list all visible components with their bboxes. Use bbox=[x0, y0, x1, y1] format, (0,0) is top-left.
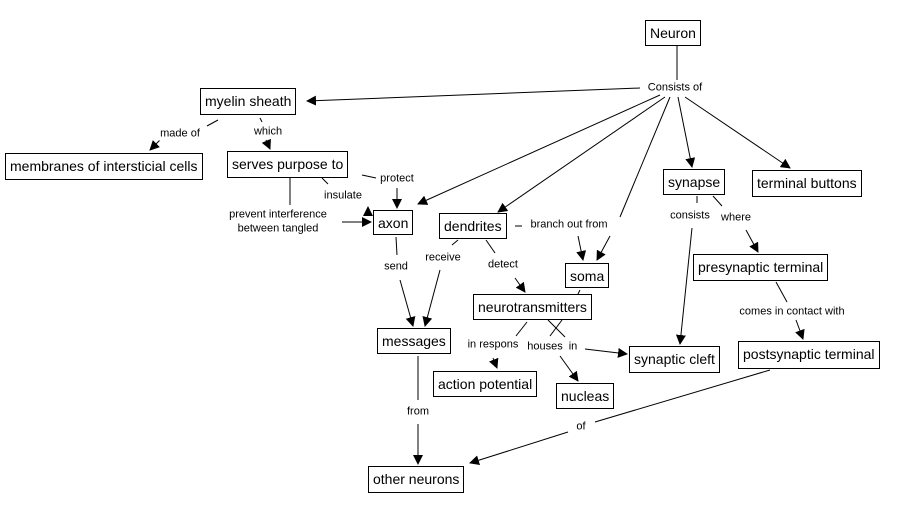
node-nucleas[interactable]: nucleas bbox=[556, 383, 615, 409]
link-of: of bbox=[574, 420, 588, 434]
arrow-connector bbox=[576, 235, 587, 261]
node-axon[interactable]: axon bbox=[373, 210, 414, 235]
arrow-connector bbox=[596, 235, 611, 261]
arrow-connector bbox=[497, 96, 666, 213]
link-comes-in-contact-with: comes in contact with bbox=[737, 305, 847, 319]
line-connector bbox=[547, 319, 566, 338]
arrow-connector bbox=[584, 347, 628, 358]
arrow-connector bbox=[684, 96, 791, 169]
node-neuron[interactable]: Neuron bbox=[645, 20, 701, 46]
link-prevent-line1: prevent interference bbox=[227, 208, 329, 222]
arrow-connector bbox=[417, 94, 661, 205]
node-synaptic-cleft[interactable]: synaptic cleft bbox=[629, 346, 720, 373]
link-insulate: insulate bbox=[322, 189, 364, 203]
line-connector bbox=[395, 236, 398, 256]
node-action-potential[interactable]: action potential bbox=[433, 371, 538, 397]
arrow-connector bbox=[489, 357, 499, 369]
line-connector bbox=[577, 289, 581, 295]
link-branch-out-from: branch out from bbox=[528, 218, 610, 232]
line-connector bbox=[321, 177, 329, 185]
arrow-connector bbox=[795, 319, 805, 340]
node-serves-purpose-to[interactable]: serves purpose to bbox=[227, 151, 349, 178]
arrow-connector bbox=[149, 139, 161, 151]
arrow-connector bbox=[261, 138, 271, 150]
link-made-of: made of bbox=[158, 127, 202, 141]
node-soma[interactable]: soma bbox=[565, 263, 610, 288]
line-connector bbox=[619, 96, 671, 218]
link-in-response: in respons bbox=[465, 338, 521, 352]
node-postsynaptic-terminal[interactable]: postsynaptic terminal bbox=[738, 341, 880, 369]
node-synapse[interactable]: synapse bbox=[663, 169, 726, 195]
link-in: in bbox=[566, 340, 580, 354]
arrow-connector bbox=[422, 269, 441, 327]
link-where: where bbox=[719, 211, 753, 225]
link-receive: receive bbox=[423, 251, 463, 265]
line-connector bbox=[361, 174, 377, 179]
node-messages[interactable]: messages bbox=[377, 328, 451, 354]
line-connector bbox=[549, 319, 563, 337]
line-connector bbox=[259, 117, 263, 123]
line-connector bbox=[451, 239, 459, 246]
node-dendrites[interactable]: dendrites bbox=[439, 213, 507, 239]
arrow-connector bbox=[559, 355, 579, 382]
arrow-connector bbox=[399, 279, 416, 327]
arrow-connector bbox=[677, 96, 696, 168]
link-send: send bbox=[382, 260, 410, 274]
node-terminal-buttons[interactable]: terminal buttons bbox=[752, 170, 862, 197]
node-membranes[interactable]: membranes of intersticial cells bbox=[5, 153, 203, 180]
arrow-connector bbox=[306, 87, 641, 106]
link-detect: detect bbox=[486, 258, 520, 272]
arrow-connector bbox=[469, 431, 569, 466]
node-other-neurons[interactable]: other neurons bbox=[368, 466, 465, 493]
link-consists-of: Consists of bbox=[645, 81, 705, 95]
arrow-connector bbox=[514, 277, 526, 293]
link-houses: houses bbox=[525, 340, 565, 354]
line-connector bbox=[485, 239, 496, 254]
line-connector bbox=[206, 119, 219, 127]
link-prevent-line2: between tangled bbox=[235, 222, 321, 236]
link-which: which bbox=[251, 125, 285, 139]
line-connector bbox=[594, 369, 771, 423]
arrow-connector bbox=[675, 227, 693, 345]
link-consists: consists bbox=[668, 209, 712, 223]
line-connector bbox=[712, 195, 723, 207]
line-connector bbox=[515, 321, 528, 337]
link-protect: protect bbox=[378, 172, 416, 186]
line-connector bbox=[775, 281, 788, 303]
link-from: from bbox=[405, 405, 431, 419]
node-myelin-sheath[interactable]: myelin sheath bbox=[200, 88, 297, 115]
node-presynaptic-terminal[interactable]: presynaptic terminal bbox=[693, 254, 829, 281]
node-neurotransmitters[interactable]: neurotransmitters bbox=[473, 294, 592, 320]
arrow-connector bbox=[745, 229, 759, 253]
